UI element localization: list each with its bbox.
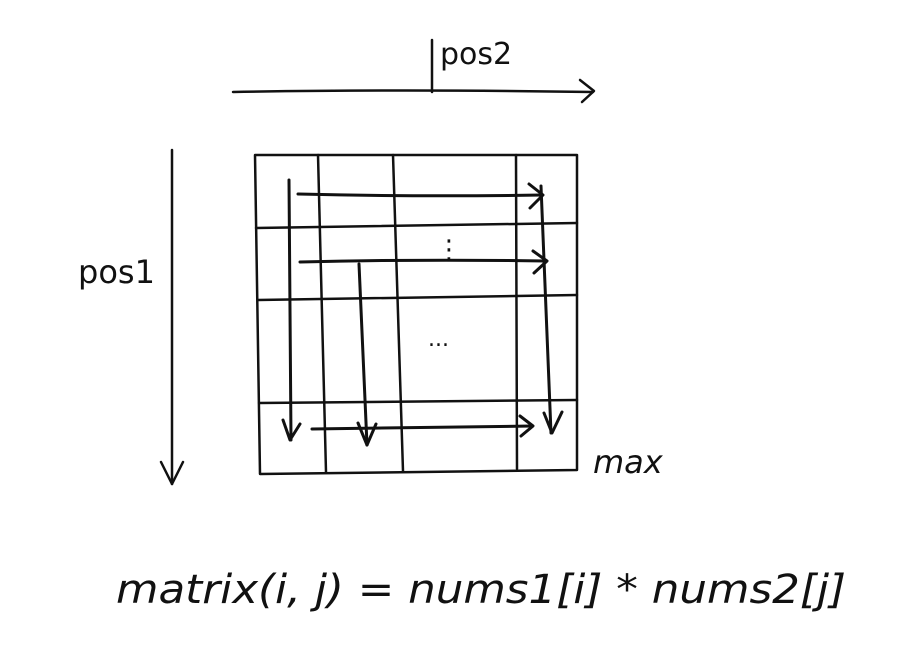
matrix-grid [253,153,579,476]
row-arrow-1 [296,182,545,210]
formula-text: matrix(i, j) = nums1[i] * nums2[j] [116,567,846,613]
column-arrow-last [539,184,564,435]
column-arrow-2 [356,262,378,447]
row-ellipsis: ... [428,327,449,352]
max-label: max [593,443,664,481]
pos2-label: pos2 [440,37,512,72]
pos1-axis-arrow [159,148,185,486]
pos1-label: pos1 [78,253,155,291]
row-arrow-2 [298,249,549,275]
row-arrow-last [310,414,535,438]
column-ellipsis: ⋮ [436,235,462,265]
pos2-axis-arrow [231,38,596,104]
column-arrow-1 [281,178,302,442]
